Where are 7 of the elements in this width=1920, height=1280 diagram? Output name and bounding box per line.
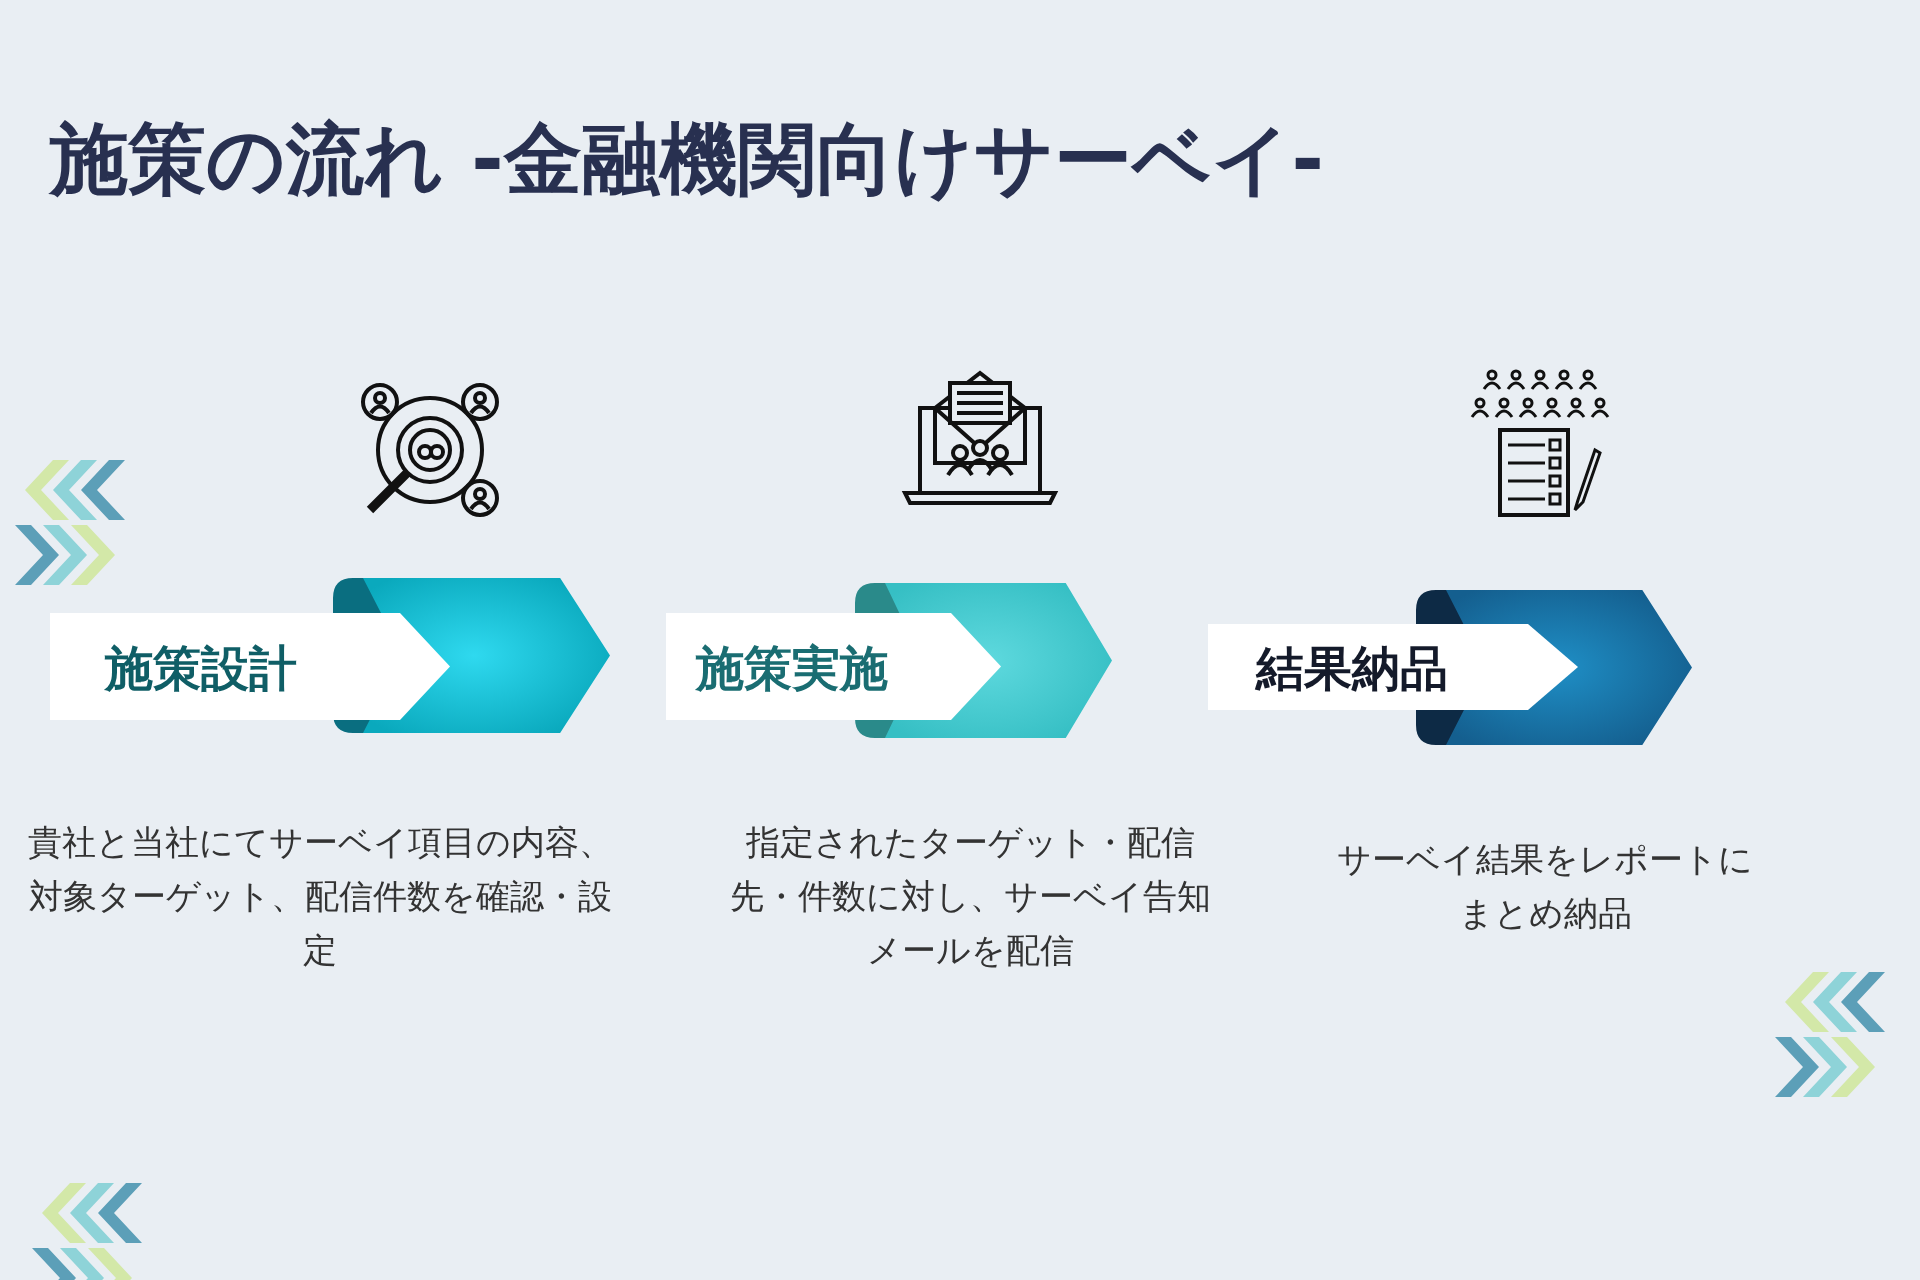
step-label: 結果納品: [1256, 639, 1448, 698]
title: 施策の流れ -金融機関向けサーベイ-: [50, 113, 1324, 206]
step-label: 施策設計: [105, 638, 297, 698]
step-label: 施策実施: [696, 638, 888, 698]
step-description: 指定されたターゲット・配信先・件数に対し、サーベイ告知メールを配信: [728, 821, 1212, 972]
step-description: サーベイ結果をレポートにまとめ納品: [1336, 838, 1754, 935]
step-description: 貴社と当社にてサーベイ項目の内容、対象ターゲット、配信件数を確認・設定: [26, 821, 614, 972]
